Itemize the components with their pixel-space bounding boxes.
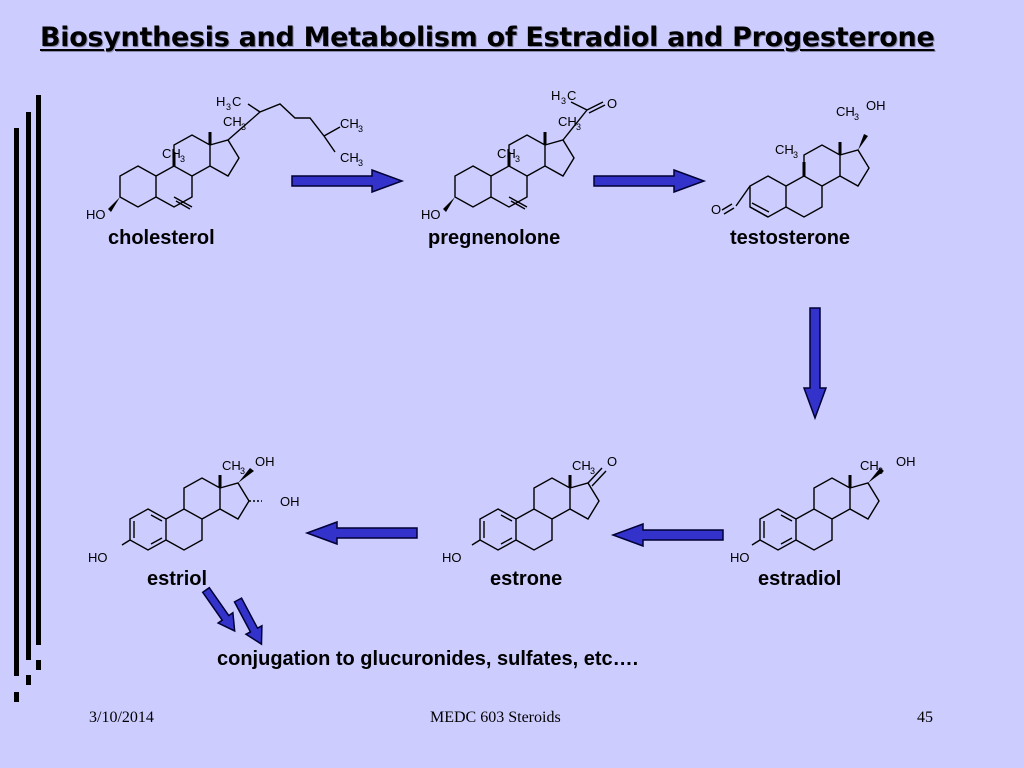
svg-text:3: 3 <box>854 112 859 122</box>
arrow-estradiol-to-estrone <box>612 523 724 547</box>
arrow-testosterone-to-estradiol <box>802 307 828 421</box>
decor-dot-1 <box>36 660 41 670</box>
svg-text:CH: CH <box>860 458 879 473</box>
svg-text:OH: OH <box>280 494 300 509</box>
svg-text:3: 3 <box>590 466 595 476</box>
svg-text:CH: CH <box>836 104 855 119</box>
decor-bar-3 <box>14 128 19 676</box>
cholesterol-label: cholesterol <box>108 227 215 249</box>
footer-page-number: 45 <box>917 709 933 726</box>
arrow-cholesterol-to-pregnenolone <box>291 169 403 193</box>
estriol-structure: HO CH 3 OH OH <box>88 454 300 565</box>
svg-text:H: H <box>216 94 225 109</box>
svg-text:3: 3 <box>358 124 363 134</box>
decor-bar-1 <box>36 95 41 645</box>
cholesterol-ho-label: HO <box>86 207 106 222</box>
arrow-estriol-conjugation-2 <box>233 597 263 646</box>
svg-text:O: O <box>711 202 721 217</box>
slide-title: Biosynthesis and Metabolism of Estradiol… <box>40 22 935 53</box>
decor-dot-2 <box>26 675 31 685</box>
svg-text:3: 3 <box>358 158 363 168</box>
svg-text:HO: HO <box>442 550 462 565</box>
conjugation-note: conjugation to glucuronides, sulfates, e… <box>217 648 639 670</box>
svg-text:CH: CH <box>223 114 242 129</box>
testosterone-structure: O CH 3 CH 3 OH <box>711 98 886 218</box>
estrone-structure: HO CH 3 O <box>442 454 617 565</box>
svg-text:3: 3 <box>226 102 231 112</box>
arrow-estriol-conjugation-1 <box>201 586 236 633</box>
svg-text:HO: HO <box>421 207 441 222</box>
svg-text:O: O <box>607 96 617 111</box>
svg-text:3: 3 <box>240 466 245 476</box>
decor-dot-3 <box>14 692 19 702</box>
svg-text:CH: CH <box>162 146 181 161</box>
svg-text:HO: HO <box>88 550 108 565</box>
svg-text:C: C <box>567 88 576 103</box>
svg-text:CH: CH <box>572 458 591 473</box>
pregnenolone-structure: HO CH 3 CH 3 O H 3 C <box>421 88 617 222</box>
arrow-pregnenolone-to-testosterone <box>593 169 705 193</box>
footer-course: MEDC 603 Steroids <box>430 709 561 726</box>
footer-date: 3/10/2014 <box>89 709 154 726</box>
svg-text:H: H <box>551 88 560 103</box>
svg-text:CH: CH <box>222 458 241 473</box>
arrow-estrone-to-estriol <box>306 521 418 545</box>
decor-bar-2 <box>26 112 31 660</box>
svg-text:CH: CH <box>340 150 359 165</box>
svg-text:CH: CH <box>340 116 359 131</box>
estradiol-label: estradiol <box>758 568 842 590</box>
svg-text:3: 3 <box>561 96 566 106</box>
svg-text:3: 3 <box>515 154 520 164</box>
cholesterol-structure: HO CH 3 CH 3 H 3 C CH 3 CH 3 <box>86 94 363 222</box>
svg-text:OH: OH <box>896 454 916 469</box>
pregnenolone-label: pregnenolone <box>428 227 561 249</box>
estradiol-structure: HO CH 3 OH <box>730 454 916 565</box>
svg-text:O: O <box>607 454 617 469</box>
svg-text:CH: CH <box>775 142 794 157</box>
svg-text:CH: CH <box>558 114 577 129</box>
svg-text:CH: CH <box>497 146 516 161</box>
svg-text:HO: HO <box>730 550 750 565</box>
svg-text:OH: OH <box>255 454 275 469</box>
testosterone-label: testosterone <box>730 227 851 249</box>
svg-text:OH: OH <box>866 98 886 113</box>
estrone-label: estrone <box>490 568 563 590</box>
svg-text:3: 3 <box>576 122 581 132</box>
svg-text:C: C <box>232 94 241 109</box>
estriol-label: estriol <box>147 568 208 590</box>
svg-text:3: 3 <box>793 150 798 160</box>
svg-text:3: 3 <box>180 154 185 164</box>
